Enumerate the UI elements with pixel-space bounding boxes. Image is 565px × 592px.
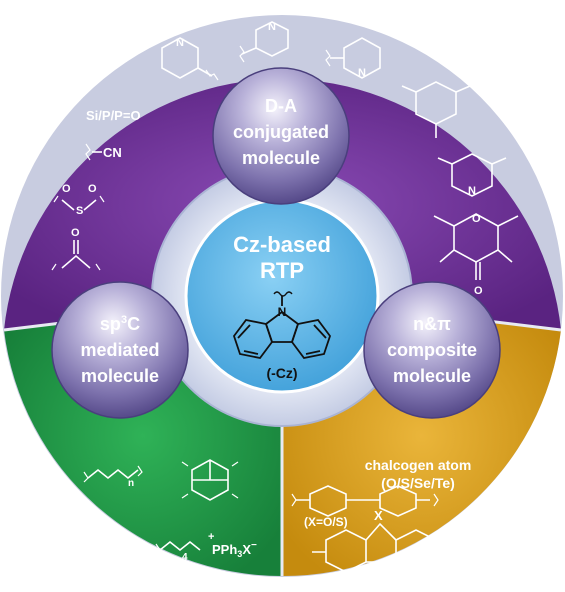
pyridine-n-label: N (358, 67, 366, 79)
carbazole-structure (232, 291, 332, 359)
bubble-left: sp3C mediated molecule (51, 281, 189, 419)
pyridine-structure-2 (437, 153, 507, 197)
sulfonyl-structure (53, 195, 105, 211)
pyrimidine-structure (239, 21, 289, 63)
cn-label: CN (103, 145, 122, 160)
bubble-top-line3: molecule (242, 148, 320, 168)
pyridine-structure-1 (325, 37, 381, 79)
bubble-right-line3: molecule (393, 366, 471, 386)
chalcogen-title-line1: chalcogen atom (365, 457, 472, 473)
alkyl-chain-structure (83, 465, 143, 483)
carbazole-n-label: N (278, 305, 287, 319)
carbonyl-structure (51, 240, 101, 271)
cyano-structure (85, 143, 102, 161)
chain-n-subscript: n (128, 478, 134, 489)
x-values-label: (X=O/S) (304, 515, 348, 529)
sulfonyl-o1-label: O (62, 183, 71, 195)
bubble-top-line2: conjugated (233, 122, 329, 142)
sulfonyl-s-label: S (76, 205, 83, 217)
pyranone-structure (433, 213, 519, 280)
bubble-right-line2: composite (387, 340, 477, 360)
triazine-structure-2 (401, 81, 471, 138)
dibenzo-heterocycle-structure (312, 522, 450, 573)
cz-label: (-Cz) (266, 365, 297, 381)
center-title-line1: Cz-based (233, 232, 331, 257)
adamantane-structure (181, 459, 239, 501)
chain-4-subscript: 4 (182, 552, 188, 563)
bubble-left-line3: molecule (81, 366, 159, 386)
bubble-right-line1: n&π (413, 314, 451, 334)
bubble-left-line2: mediated (80, 340, 159, 360)
carbonyl-o-label: O (71, 227, 80, 239)
bubble-left-line1: sp3C (100, 314, 140, 334)
pyridine2-n-label: N (468, 185, 476, 197)
bubble-right: n&π composite molecule (363, 281, 501, 419)
pyranone-ring-o-label: O (472, 213, 481, 225)
sulfonyl-o2-label: O (88, 183, 97, 195)
bubble-top-line1: D-A (265, 96, 297, 116)
pyrimidine-n-label: N (268, 21, 276, 33)
center-title-line2: RTP (260, 258, 304, 283)
pph3-label: PPh3X− (212, 540, 257, 559)
si-p-label: Si/P/P=O (86, 108, 141, 123)
heteroatom-x-label: X (374, 508, 383, 523)
biphenyl-linker-structure (291, 485, 439, 517)
phosphonium-chain-structure (155, 540, 201, 555)
bubble-top: D-A conjugated molecule (212, 67, 350, 205)
pph3-plus: + (208, 531, 214, 543)
triazine-structure-1 (161, 37, 219, 81)
triazine-n-label: N (176, 37, 184, 49)
pyranone-keto-o-label: O (474, 285, 483, 297)
